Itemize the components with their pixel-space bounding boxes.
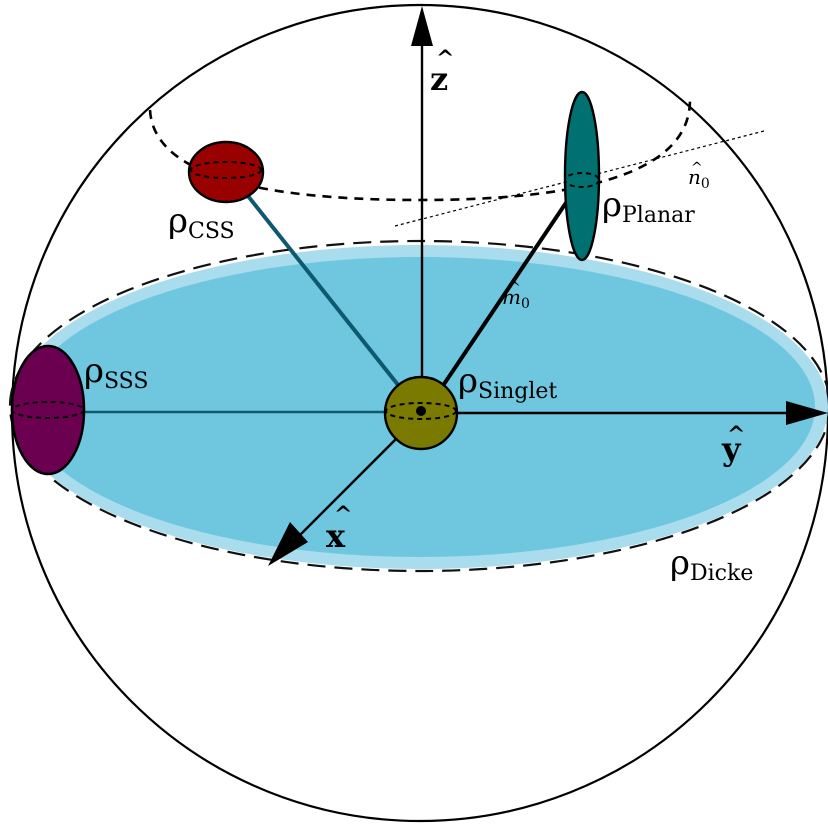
css-state-ellipsoid xyxy=(187,140,265,204)
x-axis-label: x xyxy=(326,517,346,555)
label-n0-hat: ^ xyxy=(691,160,703,176)
z-axis-label: z xyxy=(430,60,448,98)
label-sss: ρSSS xyxy=(84,351,148,394)
css-spoke xyxy=(246,194,412,402)
dicke-disk-dashed-rim xyxy=(9,239,828,573)
label-m0-hat: ^ xyxy=(509,280,521,296)
m0-spoke xyxy=(434,180,582,398)
label-dicke: ρDicke xyxy=(670,543,753,586)
y-axis-hat: ^ xyxy=(727,422,745,448)
singlet-state-sphere xyxy=(383,375,459,451)
label-singlet: ρSinglet xyxy=(458,361,557,404)
label-css: ρCSS xyxy=(168,201,235,244)
label-n0: n0 xyxy=(688,165,710,192)
y-arrowhead xyxy=(786,401,828,425)
latitude-circle-dashed xyxy=(148,99,692,202)
z-axis-hat: ^ xyxy=(436,46,454,72)
y-axis-label: y xyxy=(721,430,742,468)
label-planar: ρPlanar xyxy=(602,185,695,228)
label-m0: m0 xyxy=(502,285,530,312)
x-arrowhead xyxy=(268,522,308,566)
z-arrowhead xyxy=(411,6,433,46)
x-axis-hat: ^ xyxy=(334,502,352,528)
planar-state-ellipsoid xyxy=(563,90,601,262)
sss-state-ellipsoid xyxy=(10,344,86,476)
